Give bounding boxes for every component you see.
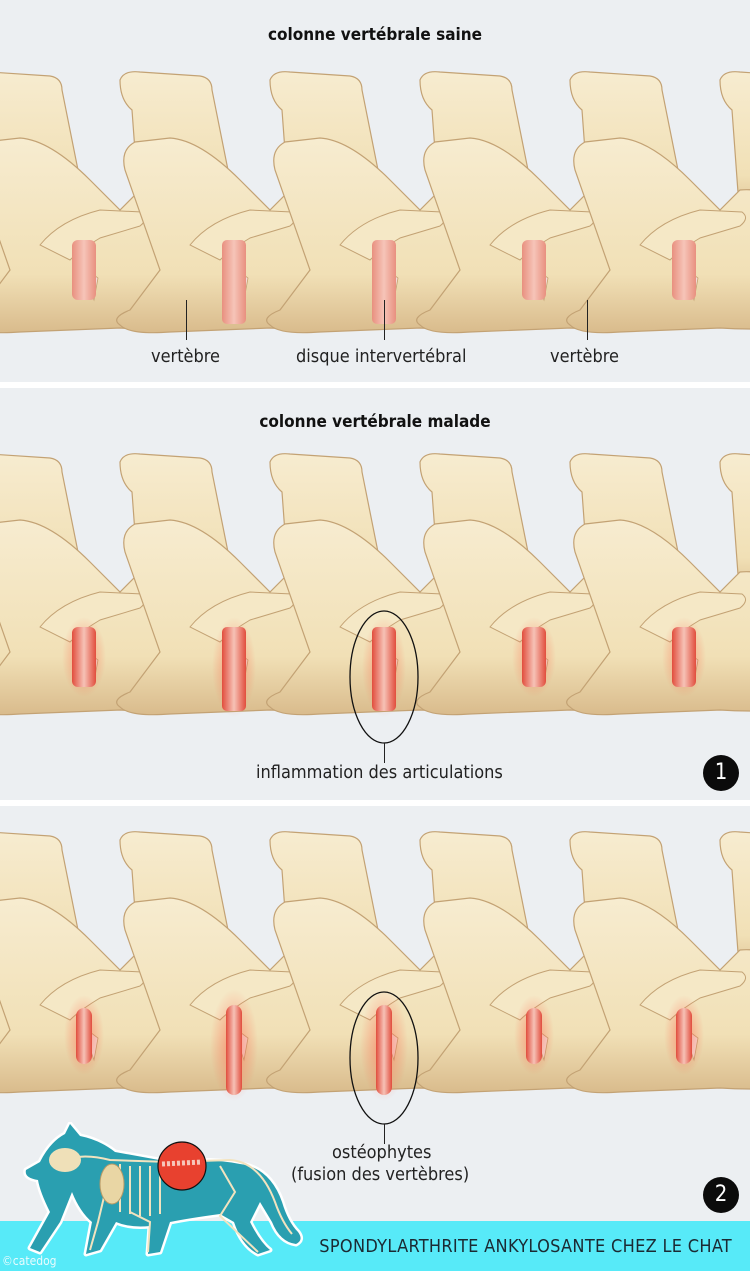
label-vertebra: vertèbre — [151, 346, 221, 367]
diseased-spine-illustration — [0, 453, 750, 744]
label-osteophytes: ostéophytes — [332, 1142, 432, 1163]
disc — [672, 240, 696, 300]
disc — [372, 240, 396, 324]
panel-diseased-spine: colonne vertébrale malade in — [0, 388, 750, 800]
label-vertebrae-fusion: (fusion des vertèbres) — [291, 1164, 470, 1185]
disc — [72, 240, 96, 300]
leader-line — [384, 743, 385, 763]
disc — [222, 240, 246, 324]
inflamed-discs — [62, 617, 706, 717]
label-intervertebral-disc: disque intervertébral — [296, 346, 467, 367]
step-badge-2: 2 — [703, 1177, 739, 1213]
fused-spine-illustration — [0, 831, 750, 1125]
panel-title: colonne vertébrale saine — [267, 25, 483, 45]
label-joint-inflammation: inflammation des articulations — [256, 762, 503, 783]
step-badge-1: 1 — [703, 755, 739, 791]
disc — [522, 240, 546, 300]
label-vertebra: vertèbre — [550, 346, 620, 367]
leader-line — [384, 1124, 385, 1144]
copyright-notice: ©catedog — [2, 1254, 57, 1268]
highlight-circle — [157, 1141, 207, 1191]
cat-skeleton-illustration — [23, 1122, 304, 1257]
footer-band — [0, 1221, 750, 1271]
panel-healthy-spine: colonne vertébrale saine vertèbre disque… — [0, 0, 750, 382]
infographic-title: SPONDYLARTHRITE ANKYLOSANTE CHEZ LE CHAT — [319, 1236, 732, 1257]
leader-line — [384, 300, 385, 340]
osteophytes — [64, 989, 704, 1101]
leader-line — [186, 300, 187, 340]
leader-line — [587, 300, 588, 340]
healthy-spine-illustration — [0, 71, 750, 334]
panel-title: colonne vertébrale malade — [259, 412, 491, 432]
